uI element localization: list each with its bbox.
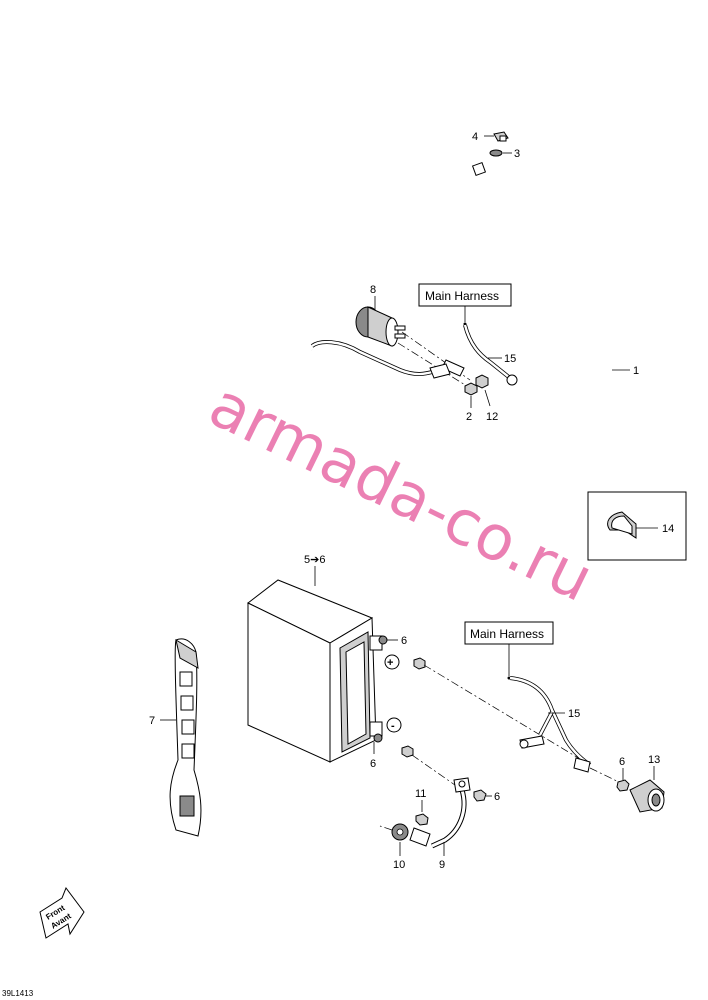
callout-6-minus: 6 bbox=[370, 758, 376, 770]
callout-12: 12 bbox=[486, 411, 498, 423]
boot-part-13 bbox=[629, 779, 665, 813]
minus-text: - bbox=[391, 720, 395, 732]
bolt-part-6-right bbox=[616, 779, 630, 792]
bolt-part-6-minus bbox=[373, 733, 383, 743]
harness-part-15-bottom bbox=[509, 676, 592, 773]
callout-1: 1 bbox=[633, 365, 639, 377]
plus-symbol bbox=[384, 654, 400, 670]
callout-13: 13 bbox=[648, 754, 660, 766]
bolt-part-4 bbox=[493, 131, 509, 142]
callout-8: 8 bbox=[370, 284, 376, 296]
nut-part-11 bbox=[415, 813, 429, 826]
callout-5: 5➔6 bbox=[304, 554, 325, 566]
callout-15-top: 15 bbox=[504, 353, 516, 365]
washer-part-3 bbox=[489, 149, 503, 157]
callout-9: 9 bbox=[439, 859, 445, 871]
clip-part-14 bbox=[607, 511, 637, 539]
battery-part-5 bbox=[247, 579, 383, 763]
front-arrow-icon bbox=[39, 886, 85, 939]
callout-2: 2 bbox=[466, 411, 472, 423]
callout-15-bottom: 15 bbox=[568, 708, 580, 720]
drawing-code: 39L1413 bbox=[2, 989, 34, 998]
main-harness-text-top: Main Harness bbox=[425, 289, 499, 303]
nut-part-12 bbox=[475, 374, 489, 389]
callout-6-lower: 6 bbox=[494, 791, 500, 803]
strap-part-7 bbox=[169, 638, 202, 837]
bolt-part-6-plus bbox=[378, 635, 388, 645]
nut-part-2 bbox=[464, 382, 478, 396]
callout-11: 11 bbox=[415, 788, 426, 800]
callout-7: 7 bbox=[149, 715, 155, 727]
main-harness-text-bottom: Main Harness bbox=[470, 627, 544, 641]
cable-part-9 bbox=[409, 777, 471, 849]
washer-part-10 bbox=[391, 823, 409, 841]
harness-part-1 bbox=[310, 161, 612, 474]
solenoid-part-8 bbox=[355, 306, 406, 347]
plus-text: + bbox=[387, 657, 393, 669]
bolt-part-6-lower bbox=[473, 789, 487, 802]
callout-3: 3 bbox=[514, 148, 520, 160]
detail-box-14 bbox=[587, 491, 687, 561]
harness-part-15-top bbox=[429, 324, 518, 386]
callout-6-plus: 6 bbox=[401, 635, 407, 647]
callout-14: 14 bbox=[662, 523, 674, 535]
watermark: armada-co.ru bbox=[198, 368, 604, 616]
callout-10: 10 bbox=[393, 859, 405, 871]
callout-6-right: 6 bbox=[619, 756, 625, 768]
minus-symbol bbox=[386, 717, 402, 733]
callout-4: 4 bbox=[472, 131, 478, 143]
